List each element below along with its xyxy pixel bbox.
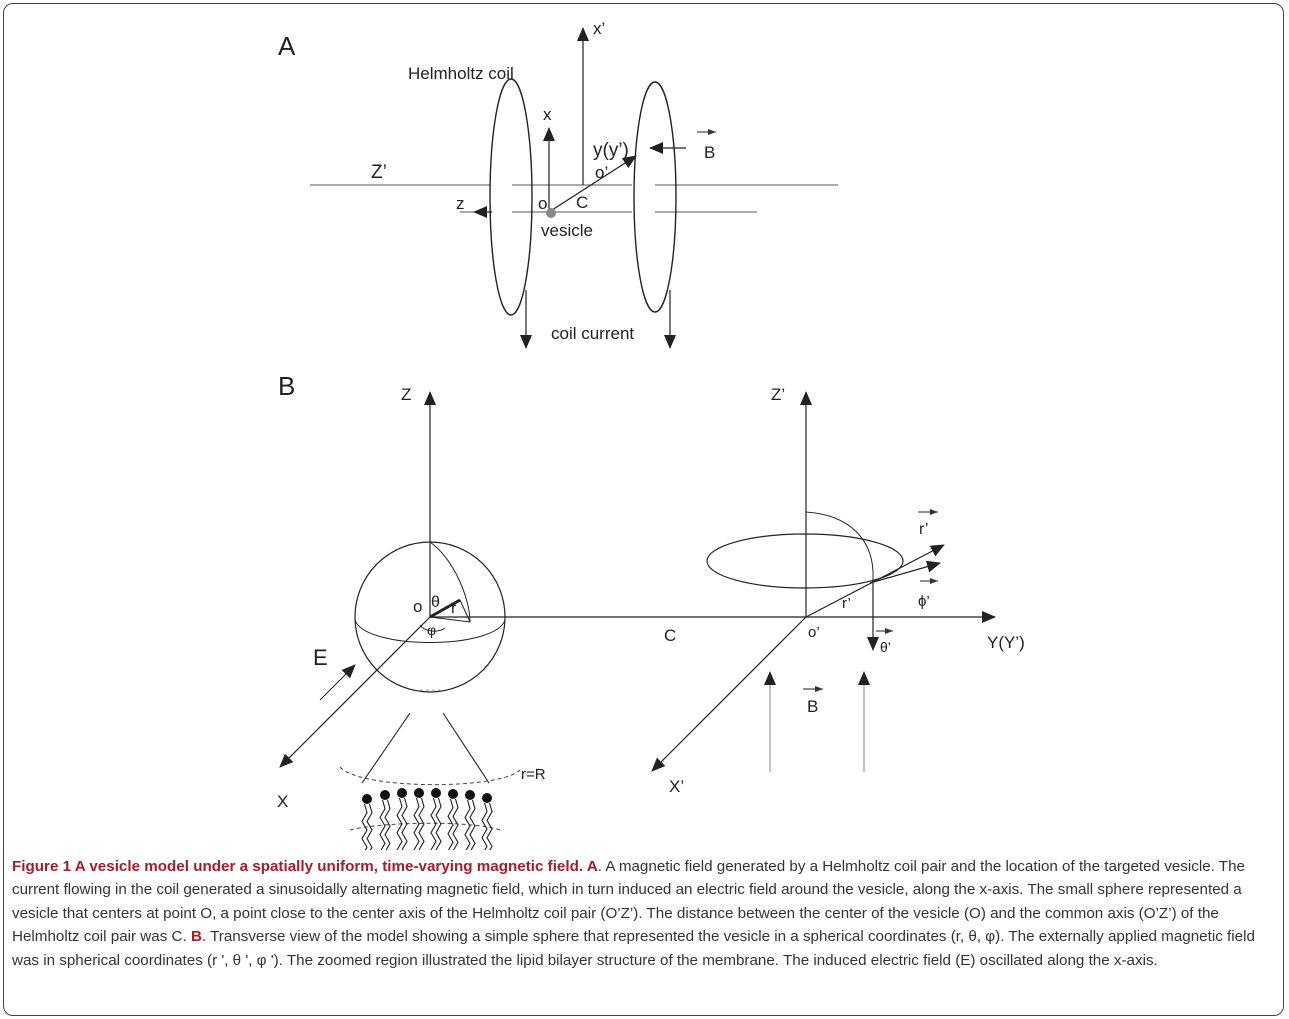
lipid-head-top (465, 790, 475, 800)
lipid-tail-right (469, 799, 476, 850)
lipid-tail-right (418, 797, 425, 850)
helmholtz-coil-right (633, 81, 677, 313)
y-axis (548, 155, 637, 213)
lipid-tail-right (452, 798, 459, 850)
zoom-line-left (361, 712, 411, 784)
b-label: B (704, 143, 715, 162)
theta-prime-arc (805, 511, 874, 581)
x-label: x (543, 105, 552, 124)
lipid-tail-left (396, 797, 403, 850)
xprime-label-b: X’ (669, 777, 684, 796)
lipid-tail-right (366, 803, 373, 850)
lipid-tail-right (435, 797, 442, 850)
lipid-tail-left (481, 802, 488, 850)
sphere-radius-r (429, 598, 461, 619)
e-field-arrow (319, 664, 356, 701)
panel-a: A x’ x y(y’) Helmholtz coil o’ Z’ B z o (278, 19, 838, 349)
o-label: o (538, 194, 547, 213)
y-label-b: Y(Y’) (987, 633, 1025, 652)
zprime-label-b: Z’ (771, 385, 785, 404)
sphere-equator (354, 619, 506, 643)
xprime-label: x’ (593, 19, 605, 38)
lipid-tail-left (430, 797, 437, 850)
coil-current-label: coil current (551, 324, 634, 343)
vesicle-dot (546, 208, 556, 218)
vesicle-label: vesicle (541, 221, 593, 240)
oprime-label-b: o’ (808, 624, 820, 641)
lipid-tail-left (379, 799, 386, 850)
bilayer-outer-dash (339, 766, 521, 786)
y-label: y(y’) (593, 140, 629, 161)
phiprime-label: ϕ’ (918, 593, 930, 610)
theta-label: θ (431, 594, 440, 611)
rprime-vec-label: r’ (919, 521, 928, 538)
phi-proj-line (429, 616, 471, 623)
lipid-head-top (482, 793, 492, 803)
b-label-b: B (807, 697, 818, 716)
oprime-label: o’ (595, 163, 608, 182)
c-label-a: C (576, 193, 588, 212)
z-label: z (456, 194, 465, 213)
lipid-head-top (397, 788, 407, 798)
caption-title: Figure 1 A vesicle model under a spatial… (12, 858, 598, 875)
caption-part-a: . A magnetic field generated by a Helmho… (12, 858, 1245, 946)
lipid-tail-right (486, 802, 493, 850)
lipid-head-top (414, 788, 424, 798)
lipid-tail-right (401, 797, 408, 850)
o-label-b: o (413, 597, 422, 616)
r-label: r (451, 600, 457, 617)
rprime-label: r’ (842, 595, 851, 612)
c-label-b: C (664, 626, 676, 645)
zoom-line-right (442, 712, 490, 784)
coil-loop (706, 533, 904, 589)
lipid-head-top (448, 789, 458, 799)
sphere-meridian (429, 541, 471, 623)
xprime-axis-b (651, 616, 807, 772)
z-label-b: Z (401, 385, 411, 404)
theta-prime-label: θ’ (880, 639, 891, 655)
lipid-tail-left (464, 799, 471, 850)
lipid-tail-right (384, 799, 391, 850)
lipid-tail-left (413, 797, 420, 850)
lipid-tail-left (361, 803, 368, 850)
panel-b: B Z o θ r φ C Y(Y’) X E r=R (277, 371, 1025, 850)
figure-caption: Figure 1 A vesicle model under a spatial… (12, 855, 1274, 972)
lipid-bilayer (339, 766, 521, 850)
helmholtz-coil-left (489, 78, 533, 316)
bilayer-middle-dash (349, 822, 501, 831)
figure-diagram: A x’ x y(y’) Helmholtz coil o’ Z’ B z o (277, 19, 1025, 850)
phiprime-tangent (869, 560, 941, 584)
e-label: E (313, 645, 328, 670)
coil-label: Helmholtz coil (408, 64, 514, 83)
lipid-head-top (380, 790, 390, 800)
panel-a-label: A (278, 31, 296, 61)
zprime-label: Z’ (371, 162, 387, 183)
phi-arc (419, 624, 446, 632)
panel-b-label: B (278, 371, 295, 401)
theta-proj-line (459, 599, 471, 623)
figure-frame (3, 3, 1284, 1016)
phi-label: φ (427, 622, 436, 638)
r-eq-r-label: r=R (521, 766, 546, 783)
caption-label-b: B (190, 928, 202, 946)
lipid-tail-left (447, 798, 454, 850)
lipid-head-top (431, 788, 441, 798)
x-label-b: X (277, 792, 288, 811)
caption-part-b: . Transverse view of the model showing a… (12, 928, 1255, 969)
x-axis-b (279, 616, 431, 768)
lipid-head-top (362, 794, 372, 804)
